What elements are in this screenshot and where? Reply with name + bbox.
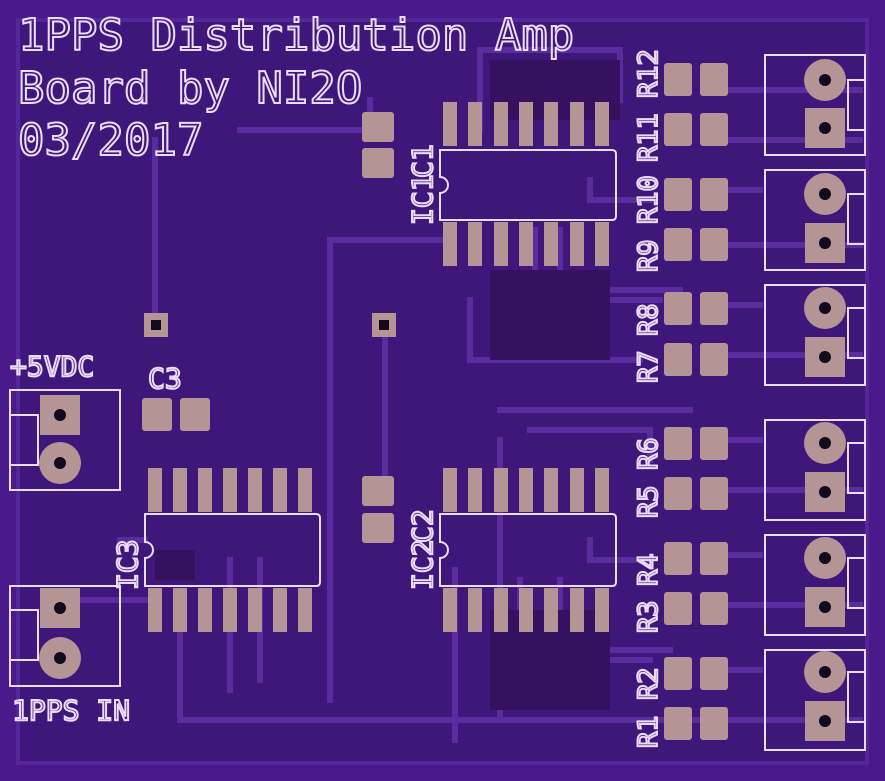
r6-label: R6 — [633, 437, 664, 470]
c3-label: C3 — [148, 362, 182, 395]
output-connector-2 — [764, 169, 866, 271]
capacitor-c1 — [362, 112, 394, 178]
output-connector-5 — [764, 534, 866, 636]
title-line-1: 1PPS Distribution Amp — [18, 10, 574, 61]
ic1-label: IC1 — [406, 174, 439, 225]
copper-fills — [155, 60, 620, 710]
power-label: +5VDC — [10, 350, 94, 383]
r1-label: R1 — [633, 715, 664, 748]
output-connector-3 — [764, 284, 866, 386]
title-line-2: Board by NI2O — [18, 63, 362, 114]
r10-label: R10 — [633, 175, 664, 224]
ic3-label: IC3 — [111, 539, 144, 590]
r7-label: R7 — [633, 350, 664, 383]
ic2-label: IC2 — [406, 539, 439, 590]
r12-label: R12 — [633, 49, 664, 98]
chip-ic1 — [439, 102, 617, 266]
r4-label: R4 — [633, 553, 664, 586]
output-connector-6 — [764, 649, 866, 751]
r11-label: R11 — [633, 113, 664, 162]
r5-label: R5 — [633, 485, 664, 518]
vias — [144, 313, 396, 337]
input-label: 1PPS IN — [12, 694, 130, 727]
resistor-pads — [664, 63, 728, 740]
c1-label: C1 — [406, 144, 439, 178]
power-connector-outline — [9, 389, 121, 491]
r2-label: R2 — [633, 667, 664, 700]
output-connector-4 — [764, 419, 866, 521]
capacitor-c2 — [362, 476, 394, 543]
r9-label: R9 — [633, 239, 664, 272]
input-connector: 1PPS IN — [9, 585, 131, 728]
c2-label: C2 — [406, 509, 439, 543]
title-line-3: 03/2017 — [18, 115, 203, 166]
output-connectors — [764, 54, 866, 751]
resistor-labels: R12 R11 R10 R9 R8 R7 R6 R5 R4 R3 R2 R1 — [632, 48, 665, 749]
chip-ic3 — [144, 468, 321, 632]
output-connector-1 — [764, 54, 866, 156]
r3-label: R3 — [633, 600, 664, 633]
r8-label: R8 — [633, 303, 664, 336]
title-block: 1PPS Distribution Amp Board by NI2O 03/2… — [17, 9, 575, 167]
capacitor-c3: C3 — [142, 361, 210, 431]
input-connector-outline — [9, 585, 121, 687]
chip-ic2 — [439, 468, 617, 632]
power-connector: +5VDC — [9, 349, 121, 491]
